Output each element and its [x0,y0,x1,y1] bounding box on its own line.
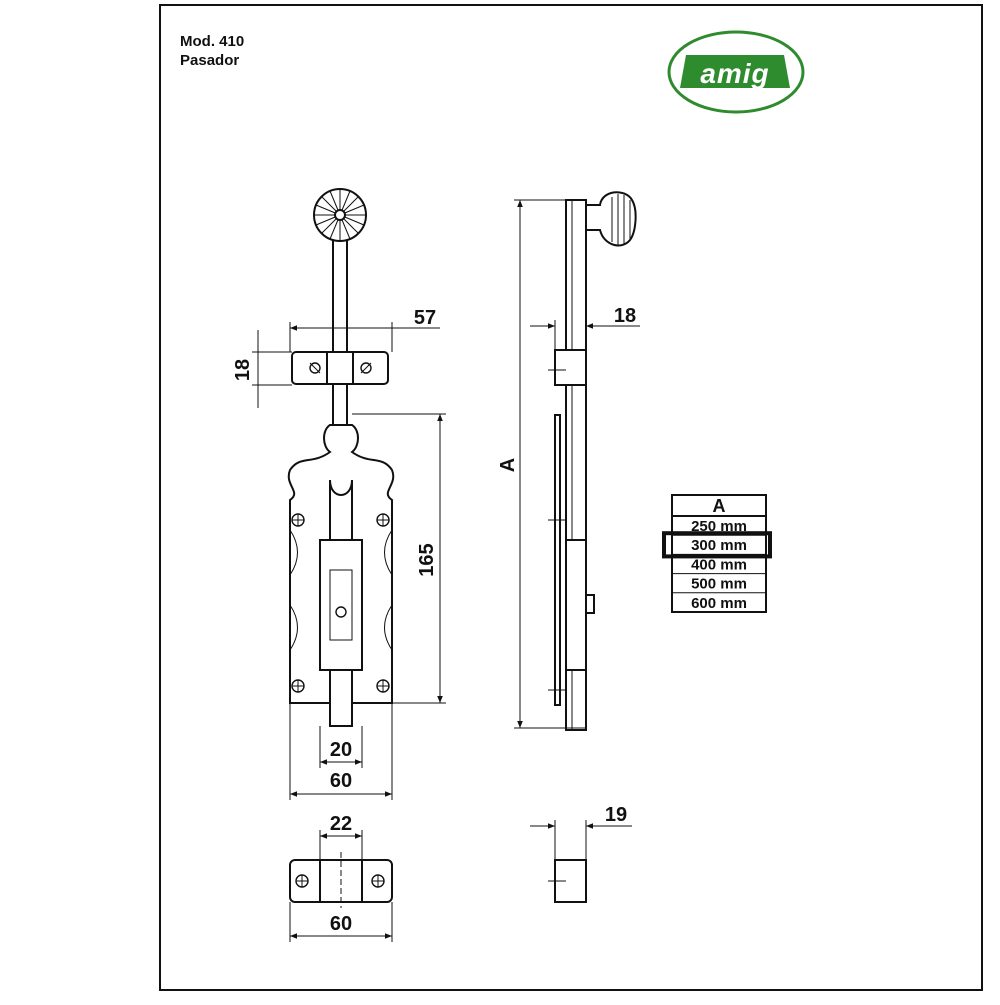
length-table-row: 600 mm [691,595,747,612]
dim-length-a: A [497,458,519,472]
length-table-row: 400 mm [691,556,747,573]
keeper-side-view: 19 [530,804,632,903]
dim-bracket-height: 18 [232,359,254,381]
model-number: Mod. 410 [180,33,244,50]
sheet-border [159,4,983,991]
front-view [287,188,395,727]
dim-keeper-inner: 22 [330,813,352,835]
length-table-row: 500 mm [691,576,747,593]
length-table-row: 300 mm [691,537,747,554]
dim-keeper-width: 60 [330,913,352,935]
selected-length-highlight [662,531,772,559]
product-name: Pasador [180,52,239,69]
front-dimensions: 57 18 165 20 60 [232,307,446,800]
dim-plate-width: 60 [330,770,352,792]
knob-rosette [313,188,367,242]
dim-bracket-width: 57 [414,307,436,329]
length-table-row: 250 mm [691,518,747,535]
brand-logo: amig [667,30,805,114]
dim-side-depth: 18 [614,305,636,327]
length-table: A 250 mm 300 mm 400 mm 500 mm 600 mm [662,494,772,613]
side-dimensions: A 18 [497,199,640,729]
dim-keeper-depth: 19 [605,804,627,826]
keeper-front-view: 22 60 [289,813,393,942]
dim-plate-height: 165 [416,543,438,576]
side-view [548,191,637,731]
dim-bolt-width: 20 [330,739,352,761]
length-table-header: A [713,496,726,516]
logo-text: amig [700,58,769,89]
